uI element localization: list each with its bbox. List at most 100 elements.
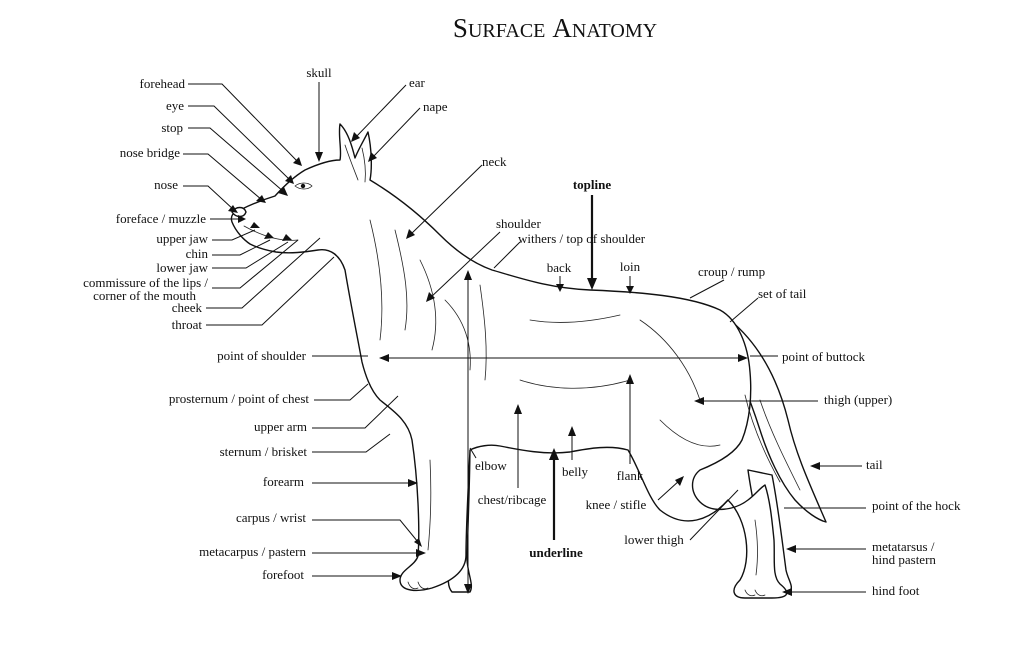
label-flank: flank — [617, 468, 644, 483]
arrowhead-ear — [351, 132, 360, 142]
leader-lower-thigh — [689, 489, 739, 541]
label-upper-jaw: upper jaw — [156, 231, 208, 246]
label-belly: belly — [562, 464, 588, 479]
tail-fur-1 — [759, 399, 801, 491]
height-arrow-bottom — [464, 584, 472, 594]
measurement-lines — [379, 195, 748, 594]
label-commissure-line-1: commissure of the lips / — [83, 275, 208, 290]
height-arrow-top — [464, 270, 472, 280]
arrowhead-chin — [264, 232, 274, 239]
label-hind-foot: hind foot — [872, 583, 920, 598]
leader-set-of-tail — [729, 297, 759, 323]
eye-pupil — [300, 183, 306, 189]
label-croup-rump: croup / rump — [698, 264, 765, 279]
arrowhead-belly — [568, 426, 576, 436]
arrowhead-upper-jaw — [250, 222, 260, 228]
arrowhead-nose — [228, 205, 238, 213]
label-prosternum: prosternum / point of chest — [169, 391, 309, 406]
arrowhead-flank — [626, 374, 634, 384]
leader-ear — [354, 84, 407, 139]
shoulder-fur-2 — [479, 284, 487, 381]
leader-upper-jaw — [212, 229, 256, 241]
leader-arrowheads — [228, 132, 820, 596]
tail-fur-2 — [744, 394, 781, 483]
label-metatarsus-line-1: metatarsus / — [872, 539, 935, 554]
label-sternum-brisket: sternum / brisket — [220, 444, 308, 459]
label-point-of-buttock: point of buttock — [782, 349, 866, 364]
thigh-fur-1 — [659, 419, 721, 447]
arrowhead-foreface — [238, 215, 246, 223]
arrowhead-stop — [278, 187, 288, 196]
arrowhead-hind-foot — [782, 588, 792, 596]
title-initial-1: S — [453, 13, 468, 43]
label-forehead: forehead — [140, 76, 186, 91]
leader-nose — [183, 185, 235, 211]
leader-forehead — [188, 83, 299, 163]
leader-eye — [188, 105, 291, 181]
dog-body — [230, 123, 788, 599]
label-shoulder: shoulder — [496, 216, 541, 231]
arrowhead-metacarpus — [416, 549, 426, 557]
neck-fur-3 — [419, 259, 437, 351]
arrowhead-skull — [315, 152, 323, 162]
arrowhead-back — [556, 284, 564, 292]
length-arrow-right — [738, 354, 748, 362]
arrowhead-chest — [514, 404, 522, 414]
body-fur-2 — [519, 379, 631, 389]
arrowhead-loin — [626, 286, 634, 294]
arrowhead-metatarsus — [786, 545, 796, 553]
ear-inner-2 — [361, 147, 366, 183]
label-upper-arm: upper arm — [254, 419, 307, 434]
label-back: back — [547, 260, 572, 275]
leader-upper-arm — [312, 395, 399, 429]
label-loin: loin — [620, 259, 641, 274]
length-arrow-left — [379, 354, 389, 362]
label-chin: chin — [186, 246, 209, 261]
arrowhead-forefoot — [392, 572, 402, 580]
diagram-title: SURFACE ANATOMY — [453, 13, 657, 43]
label-throat: throat — [172, 317, 203, 332]
label-cheek: cheek — [172, 300, 203, 315]
leader-sternum — [312, 433, 391, 453]
label-nape: nape — [423, 99, 448, 114]
label-neck: neck — [482, 154, 507, 169]
label-lower-thigh: lower thigh — [624, 532, 684, 547]
arrowhead-forehead — [293, 157, 302, 166]
label-forefoot: forefoot — [262, 567, 304, 582]
arrowhead-shoulder — [426, 292, 435, 302]
arrowhead-tail — [810, 462, 820, 470]
arrowhead-forearm — [408, 479, 418, 487]
hindleg-fur-1 — [754, 519, 758, 576]
arrowhead-carpus — [414, 538, 422, 547]
leader-croup — [689, 279, 725, 299]
leader-neck — [409, 164, 483, 236]
body-fur-1 — [529, 314, 621, 323]
leader-lower-jaw — [212, 241, 289, 269]
dog-illustration — [230, 123, 827, 599]
leader-stop — [188, 127, 285, 193]
arrowhead-nape — [368, 152, 377, 162]
arrowhead-lower-jaw — [282, 234, 292, 241]
foreleg-fur-1 — [427, 459, 432, 551]
label-lower-jaw: lower jaw — [156, 260, 208, 275]
arrowhead-eye — [285, 175, 294, 184]
title-rest-2: NATOMY — [572, 20, 657, 42]
anatomy-labels: forehead eye stop nose bridge nose foref… — [83, 65, 961, 598]
leader-shoulder — [429, 231, 501, 299]
leader-chin — [212, 239, 271, 256]
label-stop: stop — [161, 120, 183, 135]
title-initial-2: A — [552, 13, 572, 43]
label-elbow: elbow — [475, 458, 507, 473]
ear-inner — [344, 144, 359, 181]
leader-nose-bridge — [183, 153, 263, 201]
label-knee-stifle: knee / stifle — [586, 497, 647, 512]
title-rest-1: URFACE — [468, 20, 545, 42]
topline-arrow-head — [587, 278, 597, 290]
label-point-of-shoulder: point of shoulder — [217, 348, 306, 363]
label-tail: tail — [866, 457, 883, 472]
label-ear: ear — [409, 75, 426, 90]
label-set-of-tail: set of tail — [758, 286, 807, 301]
arrowhead-knee — [675, 476, 684, 486]
leader-elbow — [469, 447, 477, 459]
